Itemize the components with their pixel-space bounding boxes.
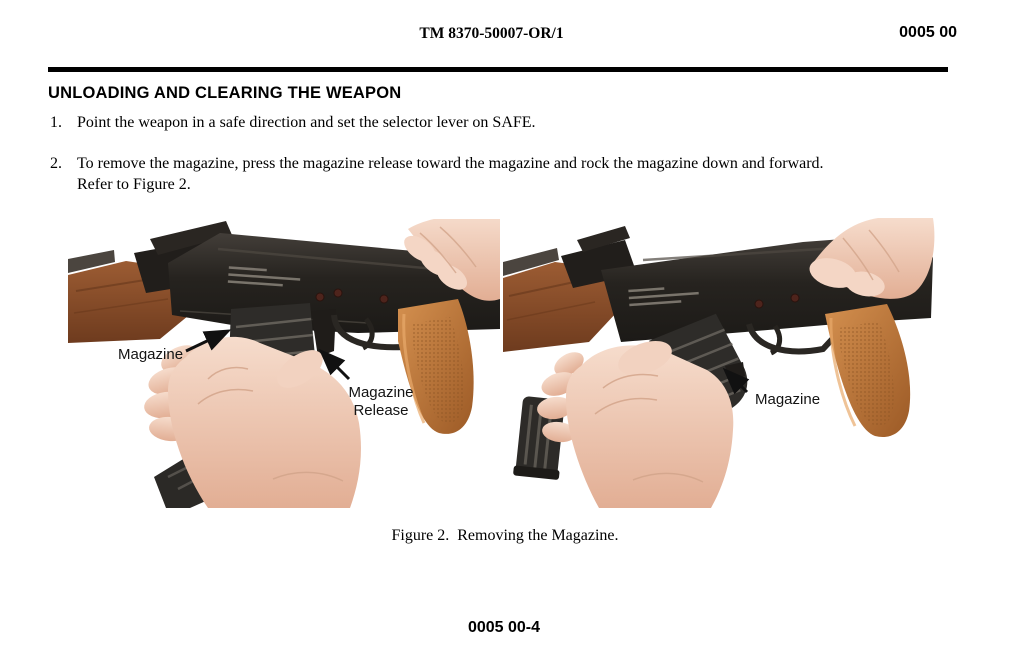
barrel: [68, 250, 115, 273]
step-2-text-line-2: Refer to Figure 2.: [77, 176, 191, 193]
receiver-pins: [315, 288, 389, 304]
callouts-left: Magazine Magazine Release: [118, 329, 414, 419]
step-2-number: 2.: [50, 155, 62, 172]
figure-caption: Figure 2. Removing the Magazine.: [391, 527, 619, 544]
grip-highlight: [829, 317, 857, 427]
grip-highlight: [402, 313, 426, 424]
section-title: UNLOADING AND CLEARING THE WEAPON: [48, 84, 402, 102]
step-1: 1. Point the weapon in a safe direction …: [50, 112, 942, 133]
wood-grain: [506, 301, 596, 321]
receiver-pins: [754, 293, 800, 309]
trigger-guard: [746, 323, 840, 355]
figure-photo-left: Magazine Magazine Release: [68, 219, 500, 508]
hand-creases: [419, 226, 477, 274]
support-hand: [404, 219, 500, 301]
magazine-release-arrow: [318, 348, 351, 381]
magazine-label: Magazine: [755, 391, 820, 408]
hand-creases: [842, 229, 900, 281]
step-1-number: 1.: [50, 114, 62, 131]
magazine-arrow: [185, 329, 232, 353]
tm-number: TM 8370-50007-OR/1: [419, 25, 564, 42]
gripping-hand: [537, 340, 734, 508]
figure-photo-right: Magazine: [503, 218, 935, 508]
grip-checkering: [839, 321, 894, 426]
thumb: [618, 340, 672, 376]
trigger: [769, 324, 783, 356]
page-number-footer: 0005 00-4: [467, 619, 541, 636]
wood-grain: [73, 298, 169, 314]
magazine-label: Magazine: [118, 346, 183, 363]
work-package-number: 0005 00: [899, 24, 957, 41]
grip-checkering: [412, 317, 464, 423]
gripping-hand: [144, 336, 361, 508]
receiver-markings: [227, 266, 301, 287]
step-2: 2. To remove the magazine, press the mag…: [50, 153, 942, 195]
barrel: [503, 248, 559, 276]
rear-sight-leaf: [150, 221, 232, 255]
hand-creases: [594, 373, 704, 483]
magazine-arrow: [722, 367, 750, 395]
step-1-text: Point the weapon in a safe direction and…: [77, 114, 536, 131]
support-hand: [809, 218, 935, 299]
callouts-right: Magazine: [722, 367, 820, 408]
receiver-markings: [628, 287, 699, 307]
step-2-text-line-1: To remove the magazine, press the magazi…: [77, 155, 824, 172]
header-rule: [48, 67, 948, 72]
rear-sight-leaf: [577, 226, 630, 252]
hand-creases: [197, 366, 344, 482]
magazine-release-label-line2: Release: [353, 402, 408, 419]
magazine-release: [311, 309, 336, 357]
thumb: [277, 350, 323, 388]
magazine-release-label-line1: Magazine: [348, 384, 413, 401]
